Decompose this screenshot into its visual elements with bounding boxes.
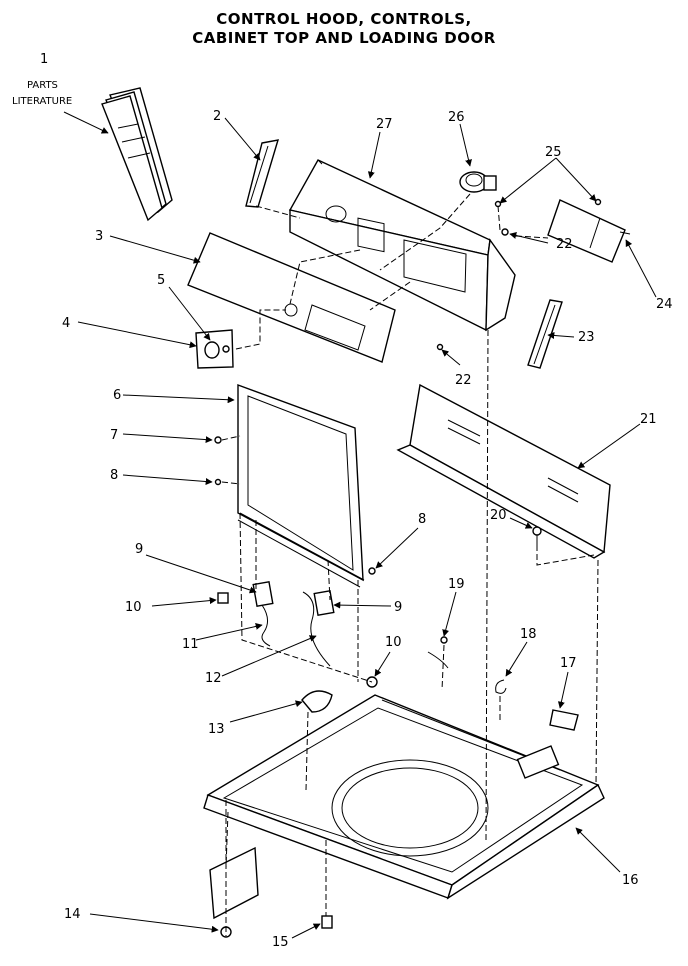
- switch-assembly-24: [547, 199, 631, 263]
- callout-9-left: 9: [135, 542, 143, 557]
- timer-assembly: [459, 171, 497, 193]
- door-spring-11: [261, 604, 271, 647]
- callout-18: 18: [520, 627, 537, 642]
- callout-2: 2: [213, 109, 221, 124]
- control-hood: [288, 159, 516, 332]
- door-screw-7: [214, 436, 222, 444]
- callout-8-left: 8: [110, 468, 118, 483]
- callout-26: 26: [448, 110, 465, 125]
- door-screw-8-left: [214, 478, 222, 486]
- screw-22-lower: [436, 343, 444, 351]
- callout-4: 4: [62, 316, 70, 331]
- callout-16: 16: [622, 873, 639, 888]
- callout-24: 24: [656, 297, 673, 312]
- callout-22-lower: 22: [455, 373, 472, 388]
- callout-7: 7: [110, 428, 118, 443]
- control-hood-end-cap-left: [245, 139, 279, 208]
- door-screw-8-right: [368, 567, 376, 575]
- callout-10-right: 10: [385, 635, 402, 650]
- screw-22-upper: [501, 228, 509, 236]
- diagram-title: CONTROL HOOD, CONTROLS, CABINET TOP AND …: [0, 10, 688, 48]
- cabinet-top: [203, 694, 605, 900]
- parts-literature-label-line-2: LITERATURE: [12, 96, 72, 107]
- callout-3: 3: [95, 229, 103, 244]
- callout-21: 21: [640, 412, 657, 427]
- title-line-1: CONTROL HOOD, CONTROLS,: [216, 10, 472, 28]
- callout-1: 1: [40, 52, 48, 67]
- knob: [204, 341, 220, 359]
- callout-10-left: 10: [125, 600, 142, 615]
- hook-18: [495, 679, 507, 694]
- parts-literature-label-line-1: PARTS: [27, 80, 58, 91]
- callout-17: 17: [560, 656, 577, 671]
- callout-27: 27: [376, 117, 393, 132]
- control-panel-overlay: [187, 232, 396, 363]
- callout-11: 11: [182, 637, 199, 652]
- callout-25: 25: [545, 145, 562, 160]
- foot-15: [321, 915, 333, 929]
- callout-22-upper: 22: [556, 237, 573, 252]
- leader-lines: [63, 111, 657, 939]
- callout-14: 14: [64, 907, 81, 922]
- screw-20: [532, 526, 542, 545]
- parts-literature-booklet: [101, 87, 173, 222]
- knob-insert: [222, 345, 230, 353]
- assembly-lines: [221, 193, 599, 936]
- label-17: [549, 709, 579, 731]
- part-19: [427, 636, 449, 669]
- hinge-nut-10-left: [217, 592, 229, 604]
- title-line-2: CABINET TOP AND LOADING DOOR: [192, 29, 496, 47]
- callout-23: 23: [578, 330, 595, 345]
- callout-5: 5: [157, 273, 165, 288]
- callout-13: 13: [208, 722, 225, 737]
- bracket-14: [209, 846, 259, 938]
- callout-9-right: 9: [394, 600, 402, 615]
- callout-20: 20: [490, 508, 507, 523]
- hinge-left: [252, 580, 274, 608]
- loading-door: [237, 383, 365, 588]
- callout-labels: 1 PARTS LITERATURE 2 27 26 25 3 22 5 24 …: [12, 52, 673, 950]
- callout-8-right: 8: [418, 512, 426, 527]
- hinge-right: [313, 589, 335, 617]
- callout-15: 15: [272, 935, 289, 950]
- door-spring-12: [302, 591, 331, 667]
- control-hood-end-cap-right: [527, 299, 563, 369]
- callout-6: 6: [113, 388, 121, 403]
- lid-bumper-13: [301, 690, 333, 713]
- callout-19: 19: [448, 577, 465, 592]
- screws-25: [494, 198, 602, 208]
- rear-control-panel: [396, 383, 611, 559]
- callout-12: 12: [205, 671, 222, 686]
